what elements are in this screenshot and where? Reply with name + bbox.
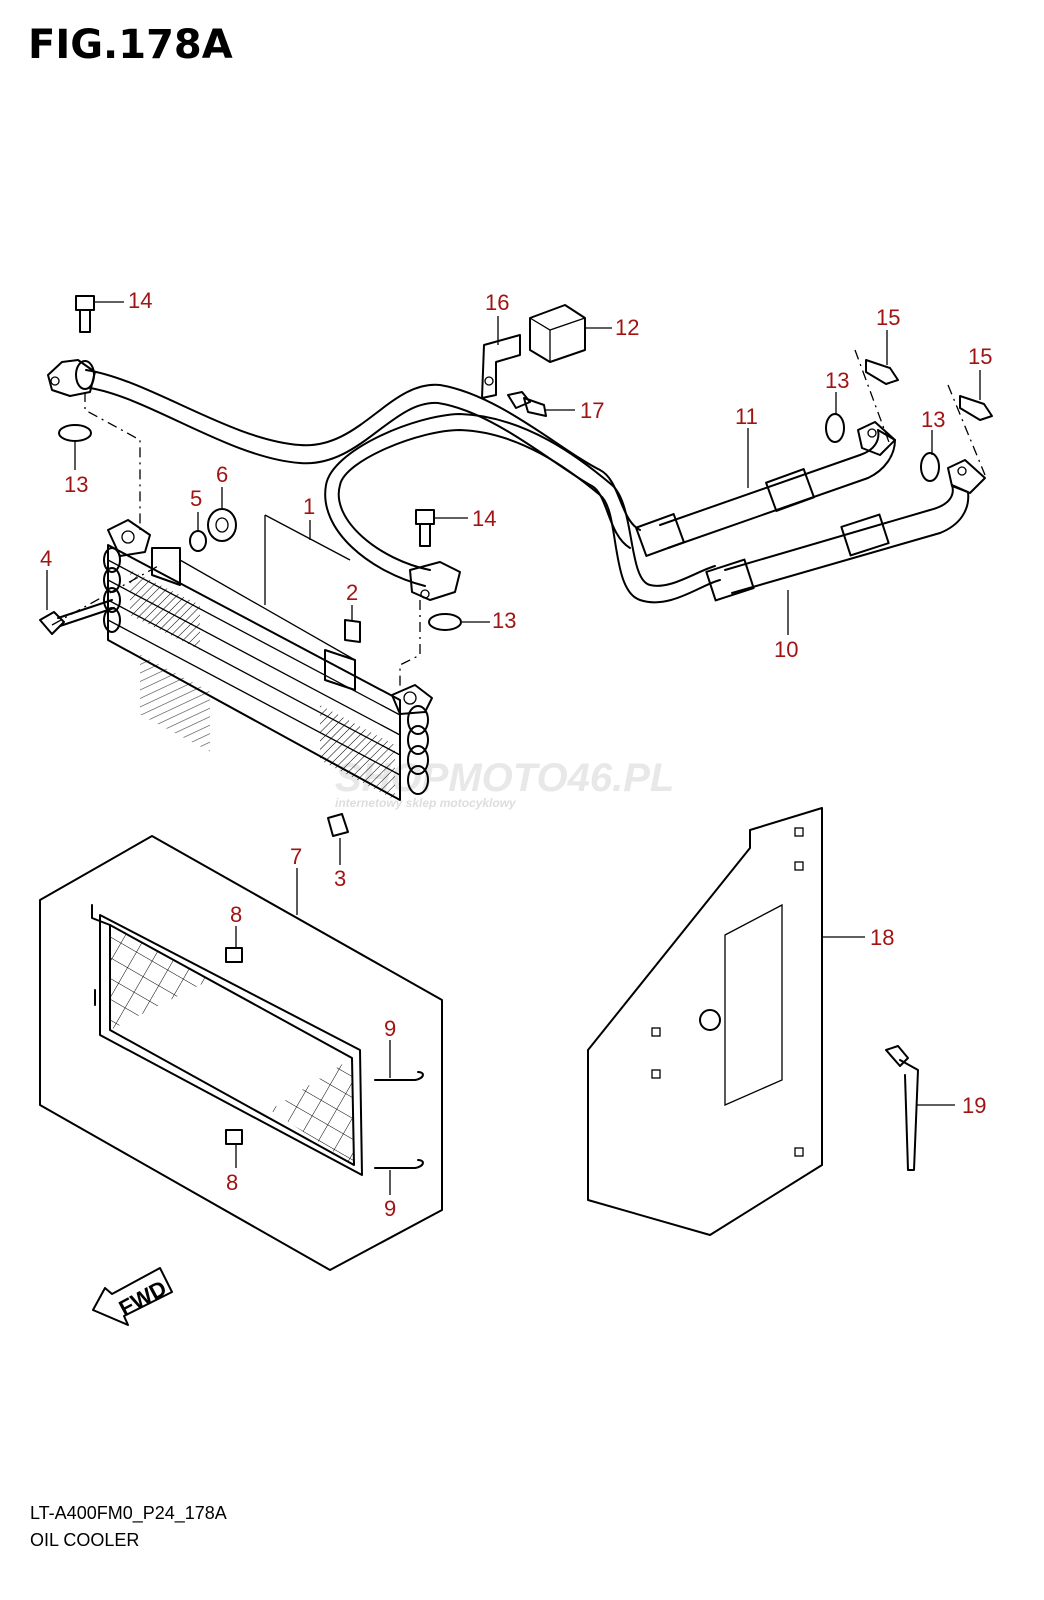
figure-title: FIG.178A [28, 22, 233, 68]
oil-pipe-upper [85, 369, 641, 549]
bolt-15-b [959, 395, 993, 421]
callout-6: 6 [216, 462, 228, 487]
pipe-flange-lower [409, 561, 461, 601]
callout-9: 9 [384, 1016, 396, 1041]
callout-13: 13 [64, 472, 88, 497]
callout-13: 13 [825, 368, 849, 393]
hose-11 [635, 429, 896, 557]
callout-2: 2 [346, 580, 358, 605]
centerlines [51, 349, 986, 690]
grommet-6 [207, 508, 237, 542]
callout-1: 1 [303, 494, 315, 519]
bolt-4 [39, 599, 115, 635]
bolt-14-b [415, 509, 435, 547]
bracket-16 [481, 334, 521, 399]
callout-17: 17 [580, 398, 604, 423]
watermark-sub: internetowy sklep motocyklowy [335, 796, 517, 810]
clip-8-a [225, 947, 243, 963]
callout-4: 4 [40, 546, 52, 571]
callout-10: 10 [774, 637, 798, 662]
clip-3 [327, 813, 349, 837]
cushion-12 [529, 304, 586, 363]
callouts: 14 13 4 5 6 1 2 3 7 8 8 9 9 14 13 16 12 … [40, 288, 992, 1221]
callout-11: 11 [735, 404, 758, 429]
callout-13: 13 [921, 407, 945, 432]
hose-flange-10 [947, 459, 986, 494]
callout-15: 15 [968, 344, 992, 369]
rod-9-a [374, 1071, 424, 1081]
o-ring-13-d [920, 452, 940, 482]
callout-16: 16 [485, 290, 509, 315]
oil-cooler-core [103, 519, 433, 801]
callout-8: 8 [226, 1170, 238, 1195]
oil-pipe-lower [324, 413, 721, 604]
cable-tie-19 [885, 1045, 919, 1171]
hose-10 [705, 484, 970, 602]
callout-8: 8 [230, 902, 242, 927]
callout-14: 14 [472, 506, 496, 531]
rod-9-b [374, 1159, 424, 1169]
bolt-17 [507, 391, 547, 417]
o-ring-13-c [825, 413, 845, 443]
pipe-flange-upper-left [47, 359, 96, 397]
hose-flange-11 [857, 421, 896, 456]
callout-14: 14 [128, 288, 152, 313]
bracket-group-1 [264, 514, 351, 605]
clip-8-b [225, 1129, 243, 1145]
drawing-code: LT-A400FM0_P24_178A [30, 1503, 227, 1523]
leader-lines [46, 301, 981, 1195]
clip-2 [344, 619, 361, 643]
o-ring-13-b [428, 613, 462, 631]
callout-15: 15 [876, 305, 900, 330]
callout-9: 9 [384, 1196, 396, 1221]
callout-7: 7 [290, 844, 302, 869]
drawing-name: OIL COOLER [30, 1530, 140, 1550]
callout-5: 5 [190, 486, 202, 511]
radiator-guard-7 [39, 835, 443, 1271]
o-ring-13-a [58, 424, 92, 442]
fwd-label: FWD [115, 1275, 171, 1321]
callout-18: 18 [870, 925, 894, 950]
callout-12: 12 [615, 315, 639, 340]
bolt-14-a [75, 295, 95, 333]
callout-19: 19 [962, 1093, 986, 1118]
collar-5 [189, 530, 207, 552]
callout-13: 13 [492, 608, 516, 633]
fwd-arrow: FWD [92, 1267, 173, 1326]
cover-18 [587, 807, 823, 1236]
callout-3: 3 [334, 866, 346, 891]
bolt-15-a [865, 359, 899, 385]
